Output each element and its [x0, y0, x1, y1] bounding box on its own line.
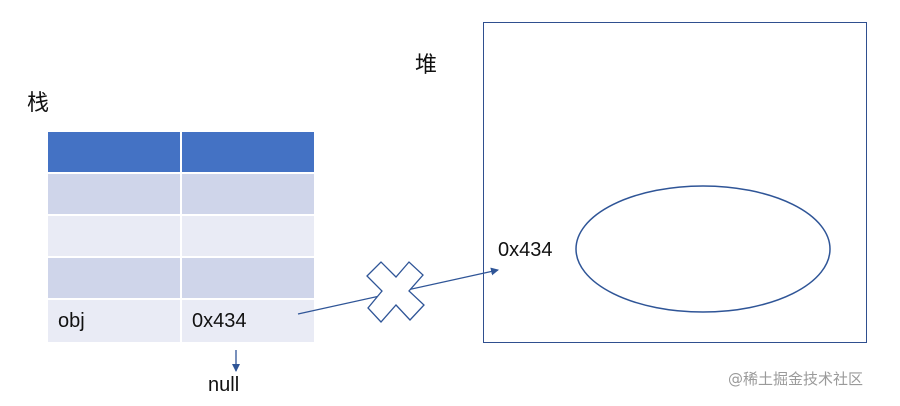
stack-table: obj 0x434	[48, 132, 314, 342]
stack-row-2-cell-1	[48, 216, 180, 256]
stack-header-cell-1	[48, 132, 180, 172]
broken-reference-cross	[366, 261, 425, 323]
stack-row-1-cell-1	[48, 174, 180, 214]
heap-region	[483, 22, 867, 343]
null-label: null	[208, 374, 240, 396]
stack-row-1-cell-2	[182, 174, 314, 214]
stack-row-3-cell-2	[182, 258, 314, 298]
stack-var-value-cell: 0x434	[182, 300, 314, 342]
stack-row-3-cell-1	[48, 258, 180, 298]
stack-label: 栈	[27, 91, 50, 116]
stack-header-cell-2	[182, 132, 314, 172]
watermark: @稀土掘金技术社区	[728, 370, 864, 388]
heap-label: 堆	[415, 53, 438, 78]
stack-var-name-cell: obj	[48, 300, 180, 342]
heap-object-address: 0x434	[498, 239, 553, 261]
stack-row-2-cell-2	[182, 216, 314, 256]
heap-object-ellipse	[575, 185, 831, 313]
